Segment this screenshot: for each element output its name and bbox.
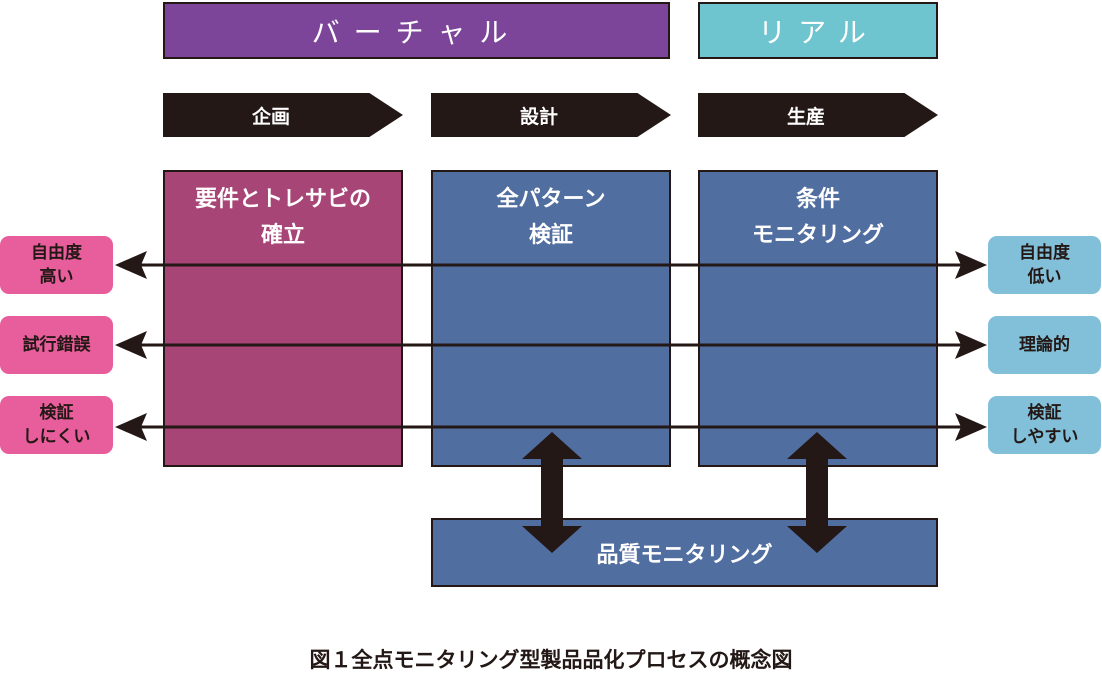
figure-caption: 図１全点モニタリング型製品品化プロセスの概念図 <box>0 644 1102 674</box>
phase-label-planning: 企画 <box>251 105 290 128</box>
virtual-header: バーチャル <box>163 2 670 59</box>
figure-caption-text: 図１全点モニタリング型製品品化プロセスの概念図 <box>309 648 793 672</box>
quality-monitoring-label: 品質モニタリング <box>596 542 773 568</box>
horizontal-arrow-freedom <box>115 251 987 279</box>
phase-arrow-design: 設計 <box>431 93 671 137</box>
left-label-line2: しにくい <box>22 427 91 447</box>
design-panel-title-line1: 全パターン <box>496 187 606 212</box>
right-label-low-freedom: 自由度 低い <box>988 236 1101 294</box>
horizontal-arrow-approach <box>115 331 987 359</box>
planning-panel: 要件とトレサビの 確立 <box>163 170 403 467</box>
design-panel-title-line2: 検証 <box>528 223 573 248</box>
production-panel-title-line2: モニタリング <box>751 223 884 248</box>
vertical-arrow-production-quality <box>787 432 847 553</box>
left-label-line2: 高い <box>39 267 74 287</box>
left-label-hard-to-verify: 検証 しにくい <box>0 396 113 454</box>
real-header-label: リアル <box>758 15 878 49</box>
production-panel: 条件 モニタリング <box>698 170 938 467</box>
real-header: リアル <box>698 2 938 59</box>
phase-label-design: 設計 <box>519 105 558 128</box>
right-label-line1: 検証 <box>1027 403 1062 423</box>
phase-label-production: 生産 <box>786 105 825 128</box>
right-label-line2: しやすい <box>1010 427 1079 447</box>
horizontal-arrow-verification <box>115 413 987 441</box>
right-label-line2: 低い <box>1027 267 1062 287</box>
phase-arrow-production: 生産 <box>698 93 938 137</box>
planning-panel-title-line1: 要件とトレサビの <box>194 187 371 212</box>
vertical-arrow-design-quality <box>522 432 582 553</box>
left-label-trial-and-error: 試行錯誤 <box>0 316 113 374</box>
left-label-line1: 試行錯誤 <box>22 335 91 355</box>
right-label-easy-to-verify: 検証 しやすい <box>988 396 1101 454</box>
right-label-line1: 理論的 <box>1019 335 1070 355</box>
production-panel-title-line1: 条件 <box>795 187 840 212</box>
right-label-line1: 自由度 <box>1019 243 1070 263</box>
virtual-header-label: バーチャル <box>311 15 522 49</box>
planning-panel-title-line2: 確立 <box>260 223 305 248</box>
left-label-line1: 検証 <box>39 403 74 423</box>
left-label-high-freedom: 自由度 高い <box>0 236 113 294</box>
design-panel: 全パターン 検証 <box>431 170 671 467</box>
left-label-line1: 自由度 <box>31 243 82 263</box>
quality-monitoring-box: 品質モニタリング <box>431 518 938 587</box>
phase-arrow-planning: 企画 <box>163 93 403 137</box>
right-label-theoretical: 理論的 <box>988 316 1101 374</box>
